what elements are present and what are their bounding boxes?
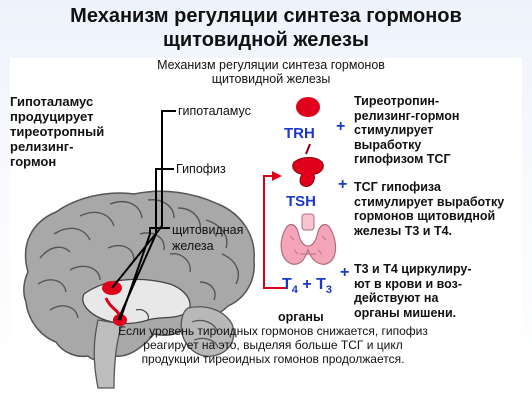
- plus-sign-trh: +: [336, 118, 346, 135]
- t4t3-description-line: Т3 и Т4 циркулиру-: [354, 262, 472, 276]
- hormone-t4-t3: T4 + T3: [282, 276, 333, 297]
- hormone-trh: TRH: [284, 125, 315, 142]
- hypothalamus-description-line: тиреотропный: [10, 124, 105, 139]
- label-pituitary: Гипофиз: [176, 162, 226, 176]
- brain-illustration: [23, 190, 255, 389]
- trh-description-line: стимулирует: [354, 123, 434, 137]
- plus-sign-tsh: +: [338, 176, 348, 193]
- trh-description-line: релизинг-гормон: [354, 108, 460, 123]
- t4t3-description-line: ют в крови и воз-: [354, 276, 463, 291]
- hypothalamus-description-line: релизинг-: [10, 139, 74, 154]
- hormone-t3-subscript: 3: [325, 284, 333, 297]
- trh-description: Тиреотропин- релизинг-гормон стимулирует…: [354, 94, 459, 167]
- tsh-description-line: железы Т3 и Т4.: [354, 223, 453, 238]
- label-hypothalamus: гипоталамус: [178, 104, 251, 118]
- trh-description-line: выработку: [354, 137, 422, 152]
- t4t3-description: Т3 и Т4 циркулиру- ют в крови и воз- дей…: [354, 262, 472, 320]
- feedback-note-line: продукции тиреоидных гомонов продолжаетс…: [141, 352, 405, 366]
- diagram-subtitle: Механизм регуляции синтеза гормонов щито…: [106, 58, 436, 86]
- tsh-description-line: стимулирует выработку: [354, 194, 505, 209]
- tsh-description-line: ТСГ гипофиза: [354, 180, 441, 194]
- label-thyroid-line-2: железа: [172, 239, 214, 253]
- thyroid-icon: [280, 213, 337, 265]
- hypothalamus-description-line: продуцирует: [10, 109, 94, 124]
- slide-title-line-1: Механизм регуляции синтеза гормонов: [70, 5, 462, 27]
- hypothalamus-description: Гипоталамус продуцирует тиреотропный рел…: [10, 94, 104, 169]
- hypothalamus-description-line: гормон: [10, 154, 57, 169]
- diagram-subtitle-line-1: Механизм регуляции синтеза гормонов: [157, 58, 385, 72]
- hypothalamus-icon: [296, 97, 320, 117]
- trh-description-line: Тиреотропин-: [354, 94, 440, 108]
- diagram-subtitle-line-2: щитовидной железы: [211, 72, 331, 86]
- leader-lines: [111, 110, 176, 321]
- slide-title-line-2: щитовидной железы: [163, 29, 369, 51]
- feedback-note-line: Если уровень тироидных гормонов снижаетс…: [118, 324, 428, 338]
- feedback-loop-arrow: [263, 171, 288, 289]
- t4t3-description-line: органы мишени.: [354, 305, 457, 320]
- feedback-note-line: реагирует на это, выделяя больше ТСГ и ц…: [143, 338, 403, 352]
- hormone-t4-subscript: 4: [291, 284, 298, 297]
- plus-sign-t4t3: +: [340, 264, 350, 281]
- hormone-tsh: TSH: [286, 193, 316, 210]
- tsh-description: ТСГ гипофиза стимулирует выработку гормо…: [354, 180, 504, 238]
- label-thyroid-line-1: щитовидная: [172, 223, 244, 237]
- trh-description-line: гипофизом ТСГ: [354, 152, 451, 166]
- diagram-graphics: [23, 97, 337, 389]
- t4t3-description-line: действуют на: [354, 291, 439, 305]
- feedback-note: Если уровень тироидных гормонов снижаетс…: [118, 324, 428, 366]
- pituitary-icon: [292, 143, 324, 187]
- tsh-description-line: гормонов щитовидной: [354, 209, 496, 223]
- slide-title: Механизм регуляции синтеза гормонов щито…: [0, 4, 532, 52]
- label-target-organs: органы: [278, 310, 324, 324]
- label-thyroid: щитовидная железа: [172, 222, 243, 254]
- hypothalamus-description-line: Гипоталамус: [10, 94, 94, 109]
- diagram-panel: Механизм регуляции синтеза гормонов щито…: [10, 58, 522, 394]
